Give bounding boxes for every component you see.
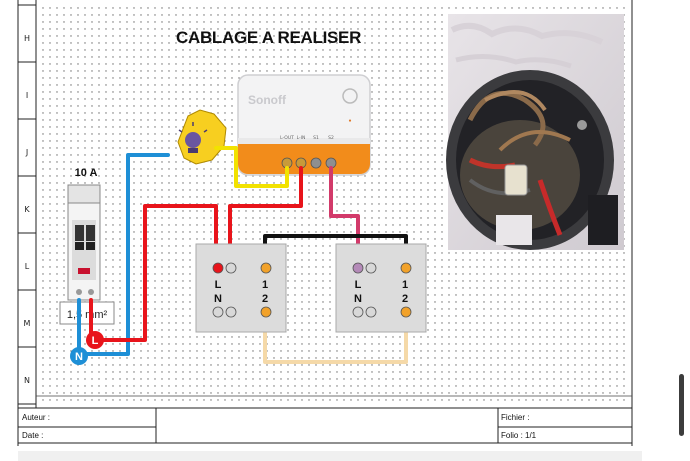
grid-row-label: L [24,262,30,271]
diagram-title: CABLAGE A REALISER [176,28,362,47]
grid-row-label: M [23,319,31,328]
switch-terminal-label: 1 [402,279,408,291]
grid-row-label: N [24,376,30,385]
file-label: Fichier : [501,413,530,422]
switch-terminal-label: N [354,293,362,305]
neutral-terminal-badge [70,347,88,365]
switch-terminal-label: N [214,293,222,305]
switched-live-wire [214,146,289,188]
switch-terminal-label: 2 [402,293,408,305]
terminal-label: L-IN [297,135,306,141]
neutral-terminal-label: N [75,351,83,363]
author-label: Auteur : [22,413,51,422]
grid-row-label: I [25,91,29,100]
cable-section-label: 1,5 mm² [67,309,108,321]
switch-terminal-label: 1 [262,279,268,291]
traveller-wire-2 [263,310,408,364]
terminal-label: S1 [313,135,319,141]
bottom-toolbar-area [18,451,642,461]
svg-text:●: ● [348,118,351,124]
live-feed-wire [228,166,303,270]
junction-box-photo [446,14,624,250]
vertical-scrollbar[interactable] [679,374,684,436]
breaker-rating: 10 A [75,167,98,179]
lamp-icon [177,109,227,165]
grid-row-label: H [23,34,30,43]
neutral-wire [77,153,170,356]
terminal-label: L-OUT [280,135,294,141]
s2-wire [329,166,360,270]
switch-1: L N 1 2 [195,243,287,333]
folio-label: Folio : 1/1 [501,431,537,440]
live-terminal-badge [86,331,104,349]
circuit-breaker [67,184,101,301]
switch-terminal-label: 2 [262,293,268,305]
sonoff-module: Sonoff ● L-OUT L-IN S1 S2 [237,74,371,176]
title-block [18,407,632,444]
switch-2: L N 1 2 [335,243,427,333]
switch-terminal-label: L [355,279,362,291]
terminal-label: S2 [328,135,334,141]
switch-terminal-label: L [215,279,222,291]
live-terminal-label: L [92,335,99,347]
date-label: Date : [22,431,44,440]
grid-row-label: K [24,205,30,214]
module-brand: Sonoff [248,93,287,107]
grid-row-label: J [25,148,29,157]
